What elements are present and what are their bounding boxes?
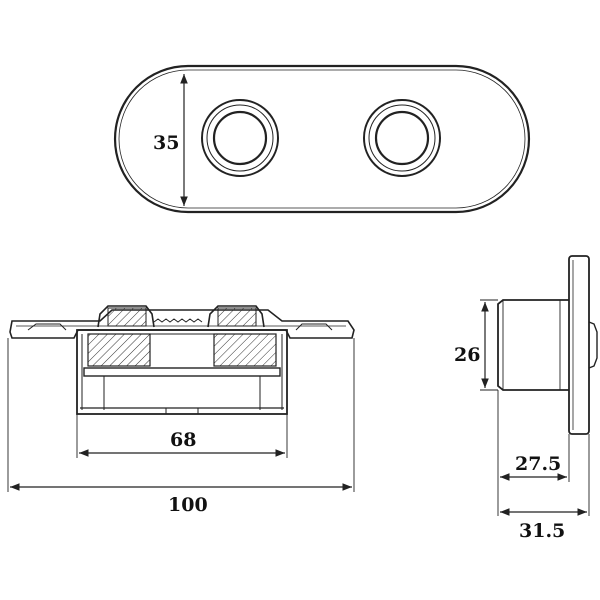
stadium-inner-outline — [118, 69, 526, 209]
hatch-block-right — [213, 333, 277, 367]
rim-hatch-left — [107, 307, 147, 327]
flange-detail-right — [295, 323, 333, 331]
stadium-outline — [113, 64, 531, 214]
button-rim-right — [207, 305, 265, 328]
dimension-100: 100 — [168, 494, 208, 516]
front-view: 68 100 — [7, 305, 355, 516]
dimension-31-5: 31.5 — [519, 520, 565, 542]
top-view: 35 — [113, 64, 531, 214]
left-button-circle — [201, 99, 279, 177]
dimension-26: 26 — [454, 344, 480, 366]
side-button-nub — [588, 321, 598, 369]
dimension-35: 35 — [153, 132, 179, 154]
dimension-27-5: 27.5 — [515, 453, 561, 475]
dimension-68: 68 — [170, 429, 196, 451]
flange-detail-left — [27, 323, 67, 331]
flange-plate — [9, 309, 355, 339]
lower-plate — [83, 367, 281, 377]
rim-hatch-right — [217, 307, 257, 327]
body-housing — [76, 329, 288, 415]
side-view: 26 27.5 31.5 — [454, 255, 598, 542]
right-button-circle — [363, 99, 441, 177]
center-spring — [153, 318, 203, 323]
hatch-block-left — [87, 333, 151, 367]
button-rim-left — [97, 305, 155, 328]
side-body — [497, 299, 569, 391]
side-plate — [568, 255, 590, 435]
